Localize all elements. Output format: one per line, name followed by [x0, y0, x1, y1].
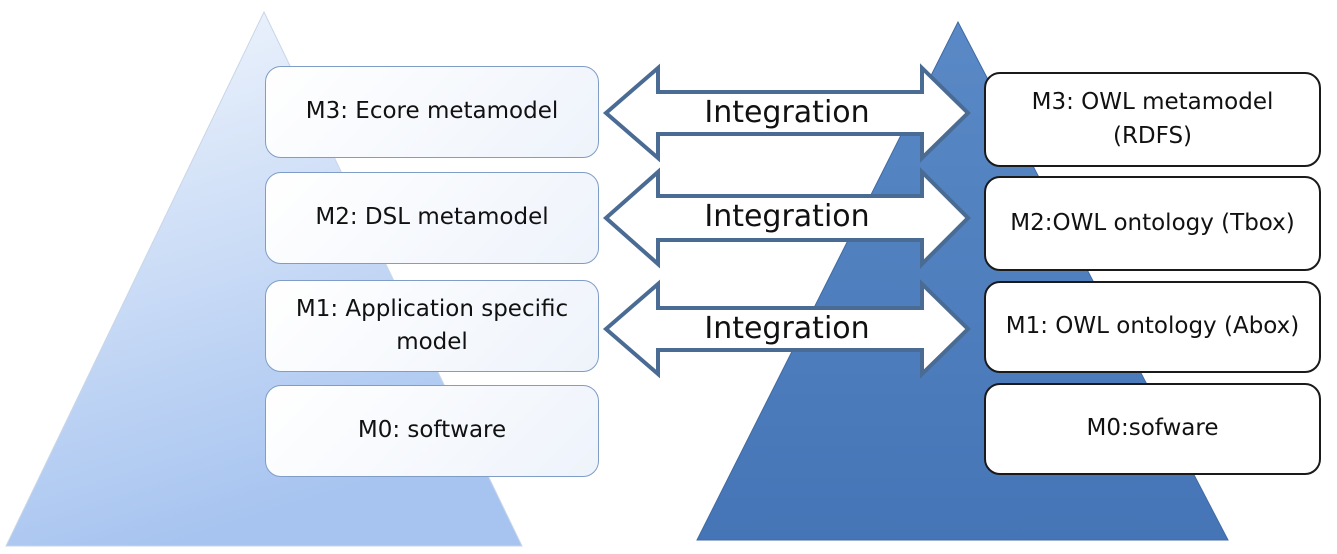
- integration-arrow-m3: [602, 63, 971, 163]
- integration-label-m1: Integration: [704, 311, 870, 346]
- right-level-m0: M0:sofware: [984, 383, 1321, 475]
- left-level-m2: M2: DSL metamodel: [265, 172, 599, 264]
- left-level-m1: M1: Application specific model: [265, 280, 599, 372]
- integration-arrow-m1: [602, 279, 971, 379]
- left-level-m0-label: M0: software: [357, 417, 507, 444]
- integration-arrow-m2: [602, 167, 971, 269]
- left-level-m2-label: M2: DSL metamodel: [315, 204, 549, 231]
- right-level-m3: M3: OWL metamodel (RDFS): [984, 72, 1321, 167]
- left-level-m1-label: M1: Application specific model: [295, 295, 569, 355]
- left-level-m0: M0: software: [265, 385, 599, 477]
- left-level-m3-label: M3: Ecore metamodel: [305, 98, 559, 125]
- integration-label-m3: Integration: [704, 95, 870, 130]
- right-level-m1-label: M1: OWL ontology (Abox): [1005, 313, 1300, 340]
- right-level-m1: M1: OWL ontology (Abox): [984, 281, 1321, 373]
- right-level-m0-label: M0:sofware: [1086, 415, 1219, 442]
- right-level-m3-label: M3: OWL metamodel (RDFS): [1031, 89, 1274, 149]
- integration-label-m2: Integration: [704, 199, 870, 234]
- right-level-m2: M2:OWL ontology (Tbox): [984, 176, 1321, 271]
- left-level-m3: M3: Ecore metamodel: [265, 66, 599, 158]
- right-level-m2-label: M2:OWL ontology (Tbox): [1010, 209, 1295, 236]
